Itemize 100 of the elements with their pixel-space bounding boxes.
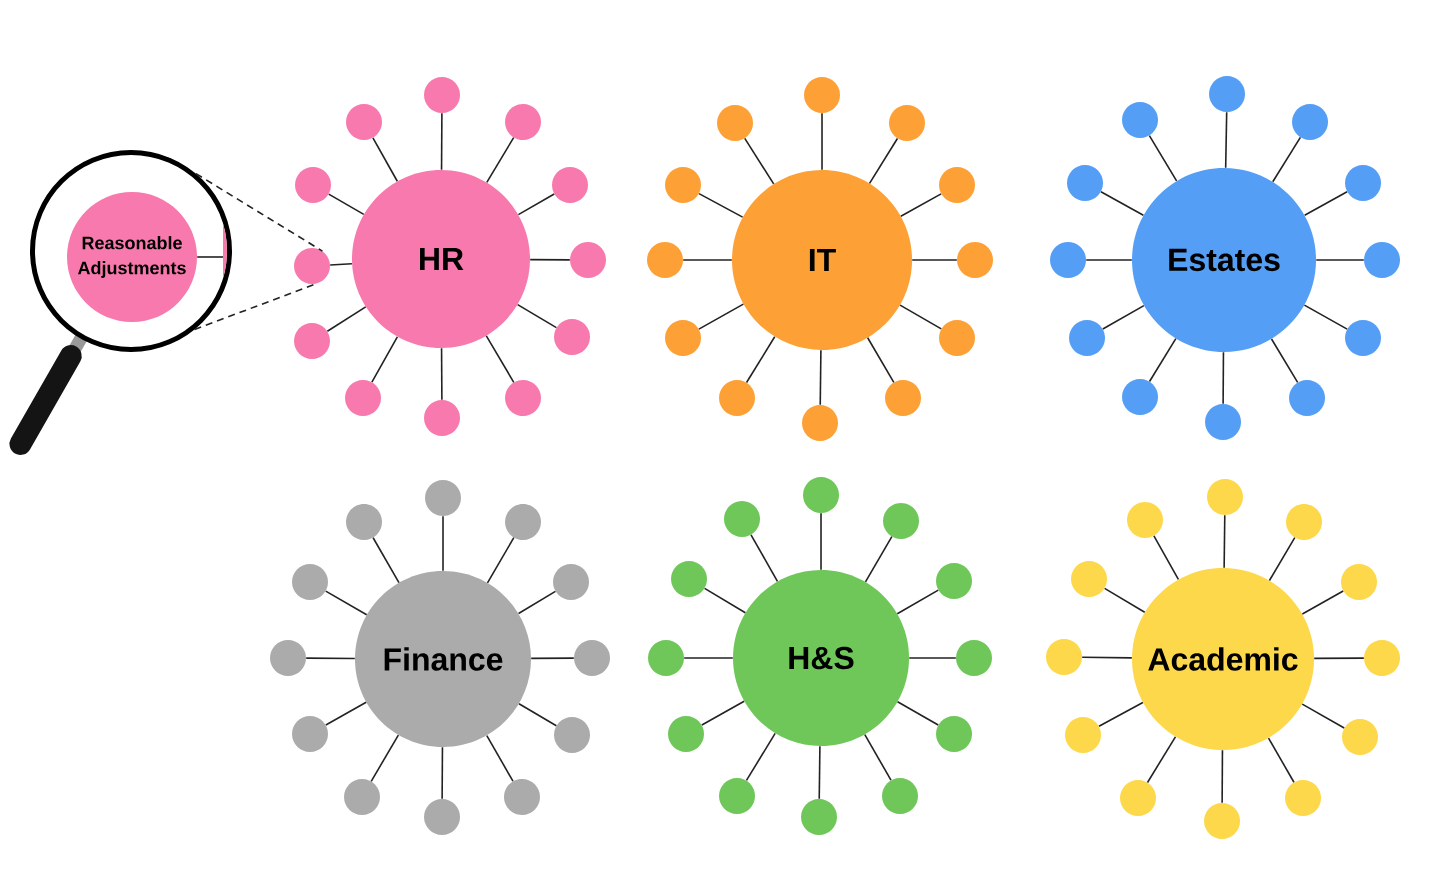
satellite-dot xyxy=(1289,380,1325,416)
connector-line xyxy=(371,335,399,383)
connector-line xyxy=(698,192,744,218)
connector-line xyxy=(441,746,444,800)
connector-line xyxy=(1148,337,1177,383)
satellite-dot xyxy=(1364,640,1400,676)
connector-line xyxy=(1313,657,1365,660)
connector-line xyxy=(868,137,899,185)
connector-line xyxy=(899,304,943,330)
satellite-dot xyxy=(1069,320,1105,356)
connector-line xyxy=(1103,587,1146,614)
connector-line xyxy=(896,589,940,615)
connector-line xyxy=(1224,111,1228,169)
satellite-dot xyxy=(1285,780,1321,816)
connector-line xyxy=(682,259,733,261)
satellite-dot xyxy=(1122,379,1158,415)
connector-line xyxy=(1081,656,1133,659)
connector-line xyxy=(1223,514,1226,569)
satellite-dot xyxy=(1050,242,1086,278)
satellite-dot xyxy=(939,167,975,203)
connector-line xyxy=(1146,736,1177,784)
connector-line xyxy=(486,734,514,782)
satellite-dot xyxy=(1345,165,1381,201)
satellite-dot xyxy=(346,104,382,140)
satellite-dot xyxy=(882,778,918,814)
satellite-dot xyxy=(424,400,460,436)
connector-line xyxy=(1303,191,1348,217)
satellite-dot xyxy=(270,640,306,676)
satellite-dot xyxy=(936,716,972,752)
connector-line xyxy=(486,136,515,184)
satellite-dot xyxy=(885,380,921,416)
connector-line xyxy=(325,701,367,726)
connector-line xyxy=(1085,259,1133,261)
connector-line xyxy=(530,657,575,660)
satellite-dot xyxy=(553,564,589,600)
connector-line xyxy=(1102,304,1145,330)
connector-line xyxy=(703,587,747,614)
connector-line xyxy=(196,256,224,258)
satellite-dot xyxy=(957,242,993,278)
connector-line xyxy=(440,112,443,171)
satellite-dot xyxy=(724,501,760,537)
connector-line xyxy=(486,536,515,584)
dashed-line xyxy=(195,172,324,252)
connector-line xyxy=(866,336,895,384)
connector-line xyxy=(864,535,893,583)
satellite-dot xyxy=(665,320,701,356)
connector-line xyxy=(1303,304,1348,330)
satellite-dot xyxy=(936,563,972,599)
connector-line xyxy=(516,303,558,329)
satellite-dot xyxy=(554,717,590,753)
connector-line xyxy=(683,657,734,659)
connector-line xyxy=(900,193,942,217)
connector-line xyxy=(701,700,745,726)
satellite-dot xyxy=(1209,76,1245,112)
satellite-dot xyxy=(1292,104,1328,140)
satellite-dot xyxy=(801,799,837,835)
satellite-dot xyxy=(344,779,380,815)
connector-line xyxy=(326,306,367,333)
satellite-dot xyxy=(1345,320,1381,356)
satellite-dot xyxy=(1065,717,1101,753)
connector-line xyxy=(864,733,892,781)
connector-line xyxy=(1098,701,1144,728)
satellite-dot xyxy=(504,779,540,815)
satellite-dot xyxy=(1364,242,1400,278)
connector-line xyxy=(743,137,775,185)
satellite-dot xyxy=(719,778,755,814)
satellite-dot xyxy=(1122,102,1158,138)
connector-line xyxy=(818,745,821,800)
satellite-dot xyxy=(889,105,925,141)
connector-line xyxy=(1100,191,1145,217)
connector-line xyxy=(529,258,571,261)
connector-line xyxy=(1301,703,1345,729)
connector-line xyxy=(440,347,443,401)
satellite-dot xyxy=(1046,639,1082,675)
satellite-dot xyxy=(802,405,838,441)
connector-line xyxy=(745,732,776,782)
connector-line xyxy=(372,536,400,584)
connector-line xyxy=(329,263,353,266)
connector-line xyxy=(517,193,555,216)
satellite-dot xyxy=(294,323,330,359)
satellite-dot xyxy=(956,640,992,676)
satellite-dot xyxy=(552,167,588,203)
satellite-dot xyxy=(505,380,541,416)
connector-line xyxy=(1301,590,1344,615)
connector-line xyxy=(745,336,776,384)
satellite-dot xyxy=(804,77,840,113)
connector-line xyxy=(485,335,515,384)
connector-line xyxy=(1148,134,1178,182)
satellite-dot xyxy=(803,477,839,513)
satellite-dot xyxy=(570,242,606,278)
satellite-dot xyxy=(668,716,704,752)
connector-line xyxy=(1270,338,1299,384)
satellite-dot xyxy=(671,561,707,597)
connector-line xyxy=(911,259,958,261)
connector-line xyxy=(517,590,557,615)
connector-line xyxy=(1315,259,1365,261)
connector-line xyxy=(1268,536,1296,582)
connector-line xyxy=(1221,749,1224,804)
connector-line xyxy=(820,512,822,571)
satellite-dot xyxy=(1127,502,1163,538)
